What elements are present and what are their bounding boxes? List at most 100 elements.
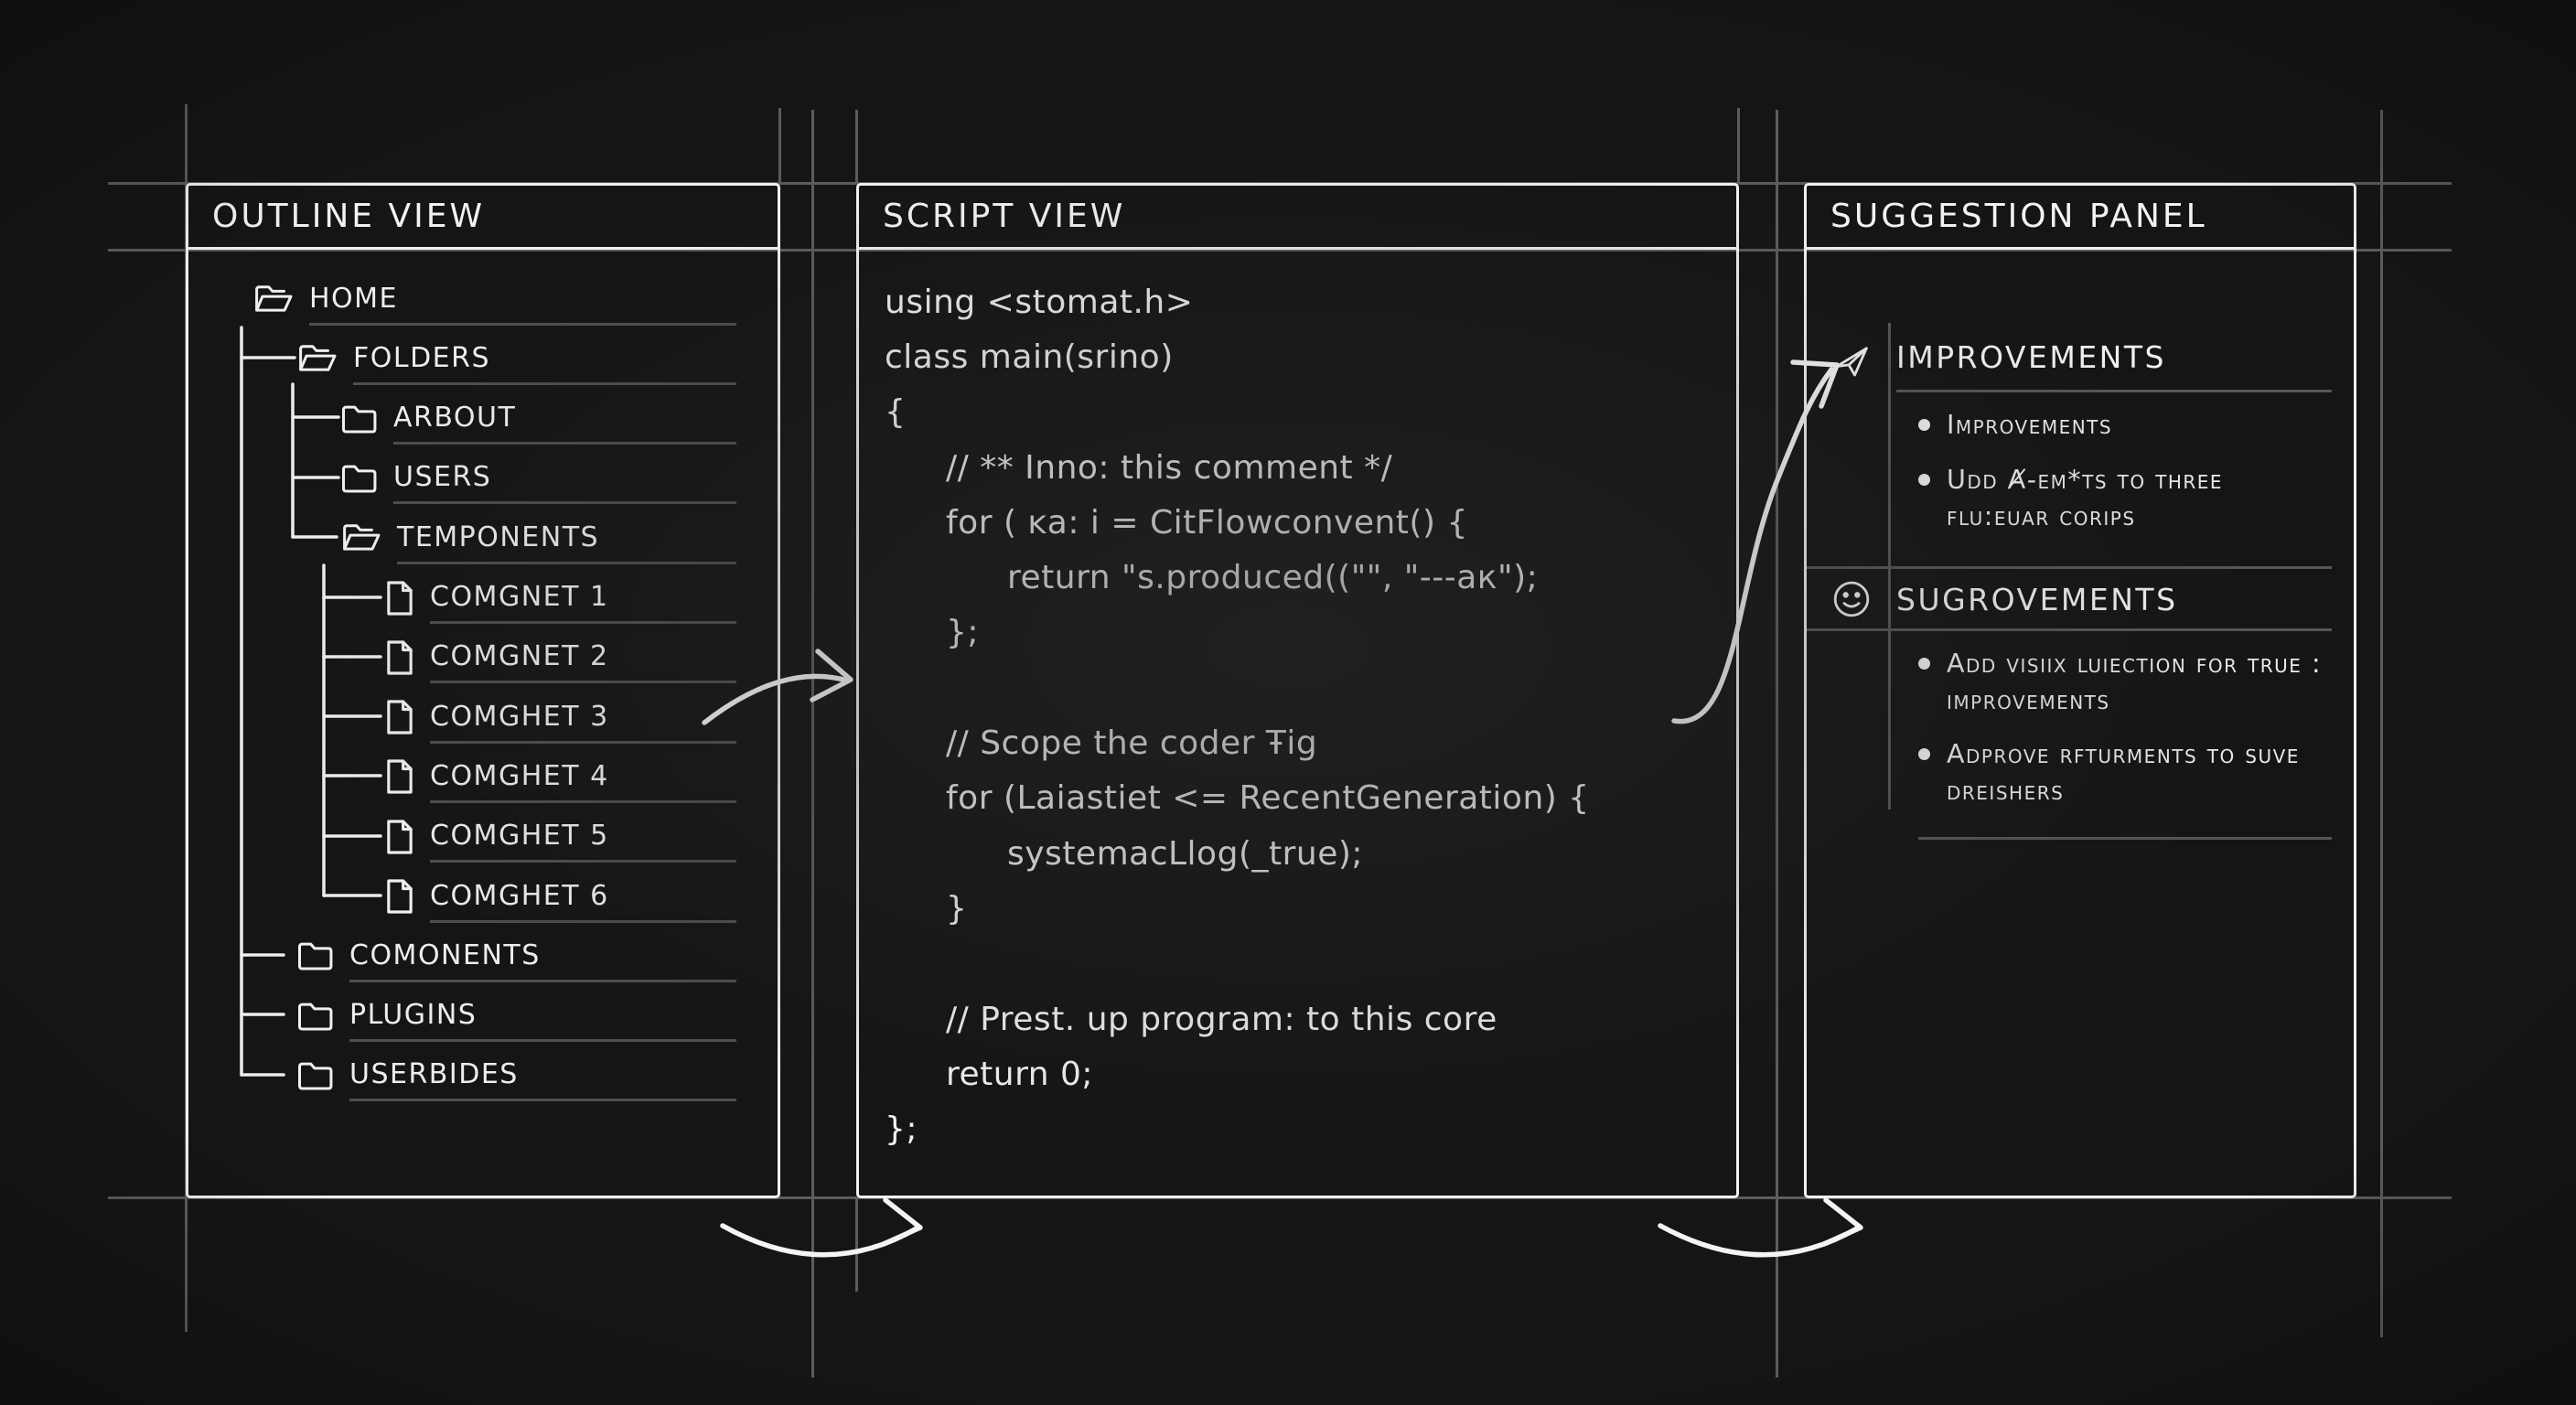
script-view-title: SCRIPT VIEW xyxy=(883,198,1126,235)
tree-item-underline: COMGNET 1 xyxy=(430,581,736,624)
tree-item[interactable]: COMGHET 3 xyxy=(384,690,736,745)
code-line[interactable]: return "s.produced(("", "---aк"); xyxy=(859,550,1736,605)
suggestion-item[interactable]: Udd Ⱥ-em*ts to three flu:euar corips xyxy=(1918,462,2332,535)
suggestion-section-heading: IMPROVEMENTS xyxy=(1896,332,2332,392)
code-line[interactable]: for ( ĸa: i = CitFlowconvent() { xyxy=(859,495,1736,550)
tree-item-label: COMGHET 4 xyxy=(430,759,609,792)
folder-open-icon xyxy=(296,341,338,376)
file-icon xyxy=(384,817,415,857)
tree-item-underline: COMGNET 2 xyxy=(430,640,736,684)
suggestion-section: SUGROVEMENTS Add visiix luiection for tr… xyxy=(1807,565,2332,841)
tree-item-underline: COMGHET 5 xyxy=(430,820,736,863)
tree-item-label: COMGNET 2 xyxy=(430,640,609,673)
code-line[interactable]: for (Laiastiet <= RecentGeneration) { xyxy=(859,771,1736,826)
suggestion-item-text: Adprove rfturments to suve dreishers xyxy=(1947,739,2300,807)
guide-line-vertical xyxy=(855,1196,858,1292)
code-line[interactable]: systemacLlog(_true); xyxy=(859,826,1736,881)
tree-item[interactable]: FOLDERS xyxy=(296,331,736,386)
tree-item-label: FOLDERS xyxy=(353,341,491,374)
bullet-icon xyxy=(1918,657,1930,670)
code-line[interactable]: { xyxy=(859,385,1736,440)
tree-item[interactable]: PLUGINS xyxy=(296,989,736,1044)
code-line[interactable]: using <stomat.h> xyxy=(859,274,1736,329)
code-line-text: return 0; xyxy=(946,1055,1094,1093)
tree-item-label: PLUGINS xyxy=(349,999,478,1032)
folder-icon xyxy=(340,462,379,495)
script-view-panel: SCRIPT VIEW using <stomat.h> class main(… xyxy=(856,183,1739,1198)
folder-open-icon xyxy=(252,282,295,316)
script-view-title-bar: SCRIPT VIEW xyxy=(859,186,1736,250)
tree-item[interactable]: USERBIDES xyxy=(296,1048,736,1103)
code-line[interactable]: }; xyxy=(859,606,1736,660)
rocket-icon xyxy=(1807,343,1896,381)
suggestion-item[interactable]: Improvements xyxy=(1918,407,2332,444)
tree-item[interactable]: COMGHET 4 xyxy=(384,749,736,804)
tree-item-underline: COMGHET 3 xyxy=(430,701,736,744)
outline-view-title-bar: OUTLINE VIEW xyxy=(188,186,778,250)
folder-icon xyxy=(296,1000,335,1033)
code-line-text: for ( ĸa: i = CitFlowconvent() { xyxy=(946,503,1468,542)
bullet-icon xyxy=(1918,748,1930,761)
code-line[interactable]: // Scope the coder Ŧig xyxy=(859,715,1736,770)
code-line-text: for (Laiastiet <= RecentGeneration) { xyxy=(946,779,1590,818)
code-line-text: }; xyxy=(946,614,980,652)
file-icon xyxy=(384,578,415,618)
bullet-icon xyxy=(1918,419,1930,431)
tree-item-label: TEMPONENTS xyxy=(397,520,600,553)
suggestion-item[interactable]: Adprove rfturments to suve dreishers xyxy=(1918,736,2332,810)
file-icon xyxy=(384,697,415,737)
guide-line-vertical xyxy=(1776,110,1778,1378)
suggestion-item-text: Udd Ⱥ-em*ts to three flu:euar corips xyxy=(1947,464,2224,531)
tree-item[interactable]: TEMPONENTS xyxy=(340,510,736,565)
file-icon xyxy=(384,638,415,678)
code-line[interactable]: class main(srino) xyxy=(859,329,1736,384)
suggestion-bullet-list: Add visiix luiection for true : improvem… xyxy=(1918,646,2332,841)
code-line-text: using <stomat.h> xyxy=(885,283,1194,321)
tree-item-label: COMGHET 6 xyxy=(430,879,609,912)
file-icon xyxy=(384,876,415,917)
tree-item[interactable]: HOME xyxy=(252,272,736,327)
tree-item[interactable]: USERS xyxy=(340,451,736,506)
tree-item[interactable]: ARBOUT xyxy=(340,391,736,446)
outline-view-panel: OUTLINE VIEW xyxy=(186,183,780,1198)
suggestion-item[interactable]: Add visiix luiection for true : improvem… xyxy=(1918,646,2332,719)
code-line[interactable]: return 0; xyxy=(859,1046,1736,1101)
tree-item[interactable]: COMGHET 6 xyxy=(384,869,736,924)
suggestion-item-text: Improvements xyxy=(1947,410,2113,440)
suggestion-section-header: SUGROVEMENTS xyxy=(1807,571,2332,631)
folder-open-icon xyxy=(340,520,382,555)
arrow-bottom-left xyxy=(720,1197,923,1258)
tree-item-label: COMONENTS xyxy=(349,938,541,971)
code-line[interactable]: }; xyxy=(859,1101,1736,1156)
folder-icon xyxy=(296,939,335,972)
suggestion-panel-body: IMPROVEMENTS Improvements Udd Ⱥ-em*ts to… xyxy=(1807,252,2354,1196)
suggestion-section: IMPROVEMENTS Improvements Udd Ⱥ-em*ts to… xyxy=(1807,332,2332,557)
code-line-text: systemacLlog(_true); xyxy=(1007,834,1364,873)
code-line[interactable]: // ** Inno: this comment */ xyxy=(859,440,1736,495)
tree-item-label: ARBOUT xyxy=(393,402,517,434)
suggestion-section-list: IMPROVEMENTS Improvements Udd Ⱥ-em*ts to… xyxy=(1807,332,2332,841)
guide-line-vertical xyxy=(811,110,814,1378)
code-line[interactable] xyxy=(859,937,1736,992)
suggestion-item-text: Add visiix luiection for true : improvem… xyxy=(1947,648,2323,715)
outline-view-title: OUTLINE VIEW xyxy=(212,198,486,235)
code-line-text: // ** Inno: this comment */ xyxy=(946,448,1393,487)
suggestion-bullet-list: Improvements Udd Ⱥ-em*ts to three flu:eu… xyxy=(1918,407,2332,557)
tree-item[interactable]: COMGHET 5 xyxy=(384,810,736,864)
tree-item-label: COMGHET 3 xyxy=(430,700,609,733)
tree-item[interactable]: COMGNET 2 xyxy=(384,630,736,685)
tree-item[interactable]: COMONENTS xyxy=(296,928,736,983)
code-line-text: // Prest. up program: to this core xyxy=(946,1000,1497,1038)
tree-item-label: HOME xyxy=(309,282,399,315)
tree-item-label: USERBIDES xyxy=(349,1058,519,1091)
tree-item[interactable]: COMGNET 1 xyxy=(384,571,736,626)
tree-item-label: COMGHET 5 xyxy=(430,820,609,853)
code-line[interactable] xyxy=(859,660,1736,715)
tree-item-label: USERS xyxy=(393,461,492,494)
folder-icon xyxy=(340,402,379,435)
script-editor[interactable]: using <stomat.h> class main(srino) { // … xyxy=(859,252,1736,1196)
code-line[interactable]: // Prest. up program: to this core xyxy=(859,992,1736,1046)
code-line[interactable]: } xyxy=(859,881,1736,936)
code-line-text: // Scope the coder Ŧig xyxy=(946,724,1318,763)
code-area: using <stomat.h> class main(srino) { // … xyxy=(859,252,1736,1196)
